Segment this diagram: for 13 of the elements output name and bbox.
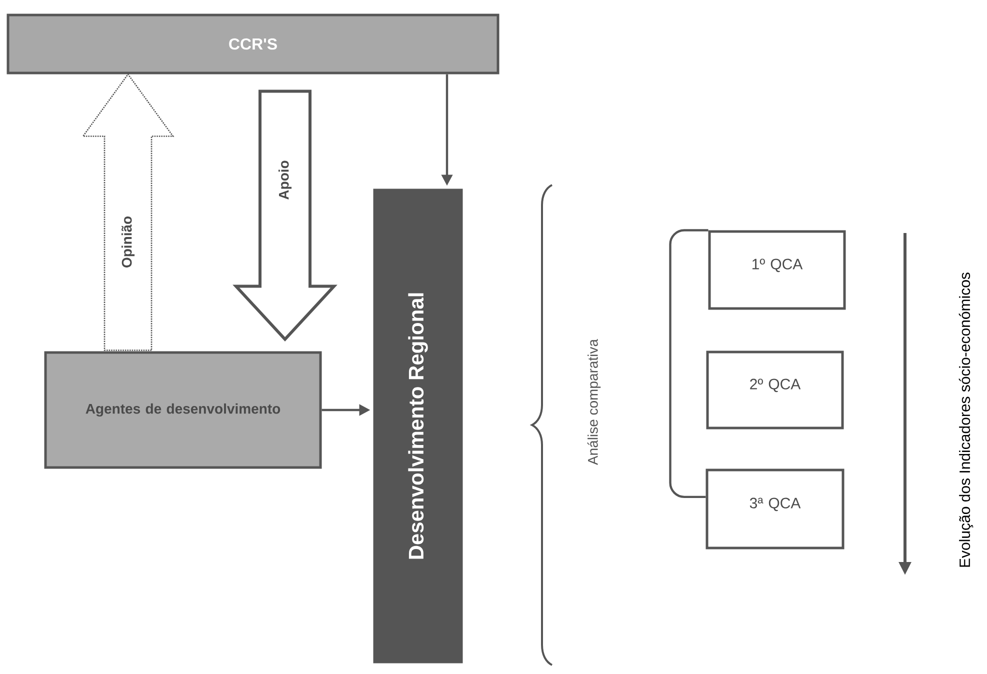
edge-label: Apoio — [278, 160, 292, 200]
top-bar: CCR'S — [6, 14, 500, 74]
vertical-label: Análise comparativa — [587, 339, 601, 465]
block-arrow — [82, 73, 174, 351]
period-box: 3ª QCA — [706, 468, 844, 550]
process-box: Agentes de desenvolvimento — [44, 351, 322, 469]
period-box: 1º QCA — [708, 230, 846, 310]
vertical-label: Evolução dos Indicadores sócio-económicos — [958, 272, 974, 567]
period-box: 2º QCA — [706, 350, 844, 430]
vertical-bar: Desenvolvimento Regional — [373, 188, 463, 664]
block-arrow — [232, 90, 338, 342]
bracket-line — [669, 229, 708, 498]
edge-label: Opinião — [121, 216, 135, 268]
